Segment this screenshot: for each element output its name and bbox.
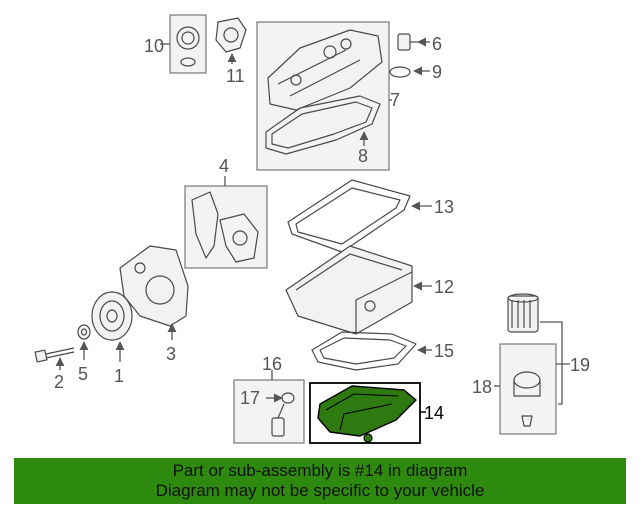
- part-11-gasket[interactable]: [215, 17, 247, 53]
- part-15-lower-gasket[interactable]: [311, 331, 417, 371]
- callout-1: 1: [114, 366, 124, 386]
- callout-19: 19: [570, 355, 590, 375]
- callout-7: 7: [390, 90, 400, 110]
- callout-4: 4: [219, 156, 229, 176]
- part-4-gasket-box[interactable]: [184, 185, 268, 269]
- part-16-dipstick-box[interactable]: [233, 379, 305, 444]
- part-14-lower-oil-pan[interactable]: [309, 382, 421, 444]
- part-19-oil-filter[interactable]: [507, 293, 539, 333]
- part-18-filter-housing-box[interactable]: [499, 343, 557, 435]
- part-5-washer[interactable]: [77, 324, 91, 340]
- part-8-cover-gasket[interactable]: [265, 95, 381, 155]
- callout-9: 9: [432, 62, 442, 82]
- part-9-o-ring[interactable]: [389, 66, 411, 78]
- callout-16: 16: [262, 354, 282, 374]
- callout-3: 3: [166, 344, 176, 364]
- banner-line-1: Part or sub-assembly is #14 in diagram: [172, 461, 468, 480]
- callout-5: 5: [78, 364, 88, 384]
- part-13-pan-gasket[interactable]: [287, 179, 411, 253]
- callout-13: 13: [434, 197, 454, 217]
- callout-12: 12: [434, 277, 454, 297]
- callout-14: 14: [424, 403, 444, 423]
- callout-2: 2: [54, 372, 64, 392]
- part-2-bolt[interactable]: [34, 347, 75, 363]
- banner-line-2: Diagram may not be specific to your vehi…: [155, 481, 485, 500]
- part-7-valve-cover-box[interactable]: [256, 21, 390, 171]
- callout-10: 10: [144, 36, 164, 56]
- callout-15: 15: [434, 341, 454, 361]
- part-10-seal[interactable]: [169, 14, 207, 74]
- part-1-pulley[interactable]: [91, 291, 133, 341]
- callout-18: 18: [472, 377, 492, 397]
- callout-11: 11: [226, 66, 245, 86]
- callout-17: 17: [240, 388, 260, 408]
- info-banner: Part or sub-assembly is #14 in diagram D…: [14, 458, 626, 504]
- part-12-upper-oil-pan[interactable]: [285, 245, 413, 335]
- callout-8: 8: [358, 146, 368, 166]
- part-6-sensor[interactable]: [397, 33, 418, 51]
- callout-6: 6: [432, 34, 442, 54]
